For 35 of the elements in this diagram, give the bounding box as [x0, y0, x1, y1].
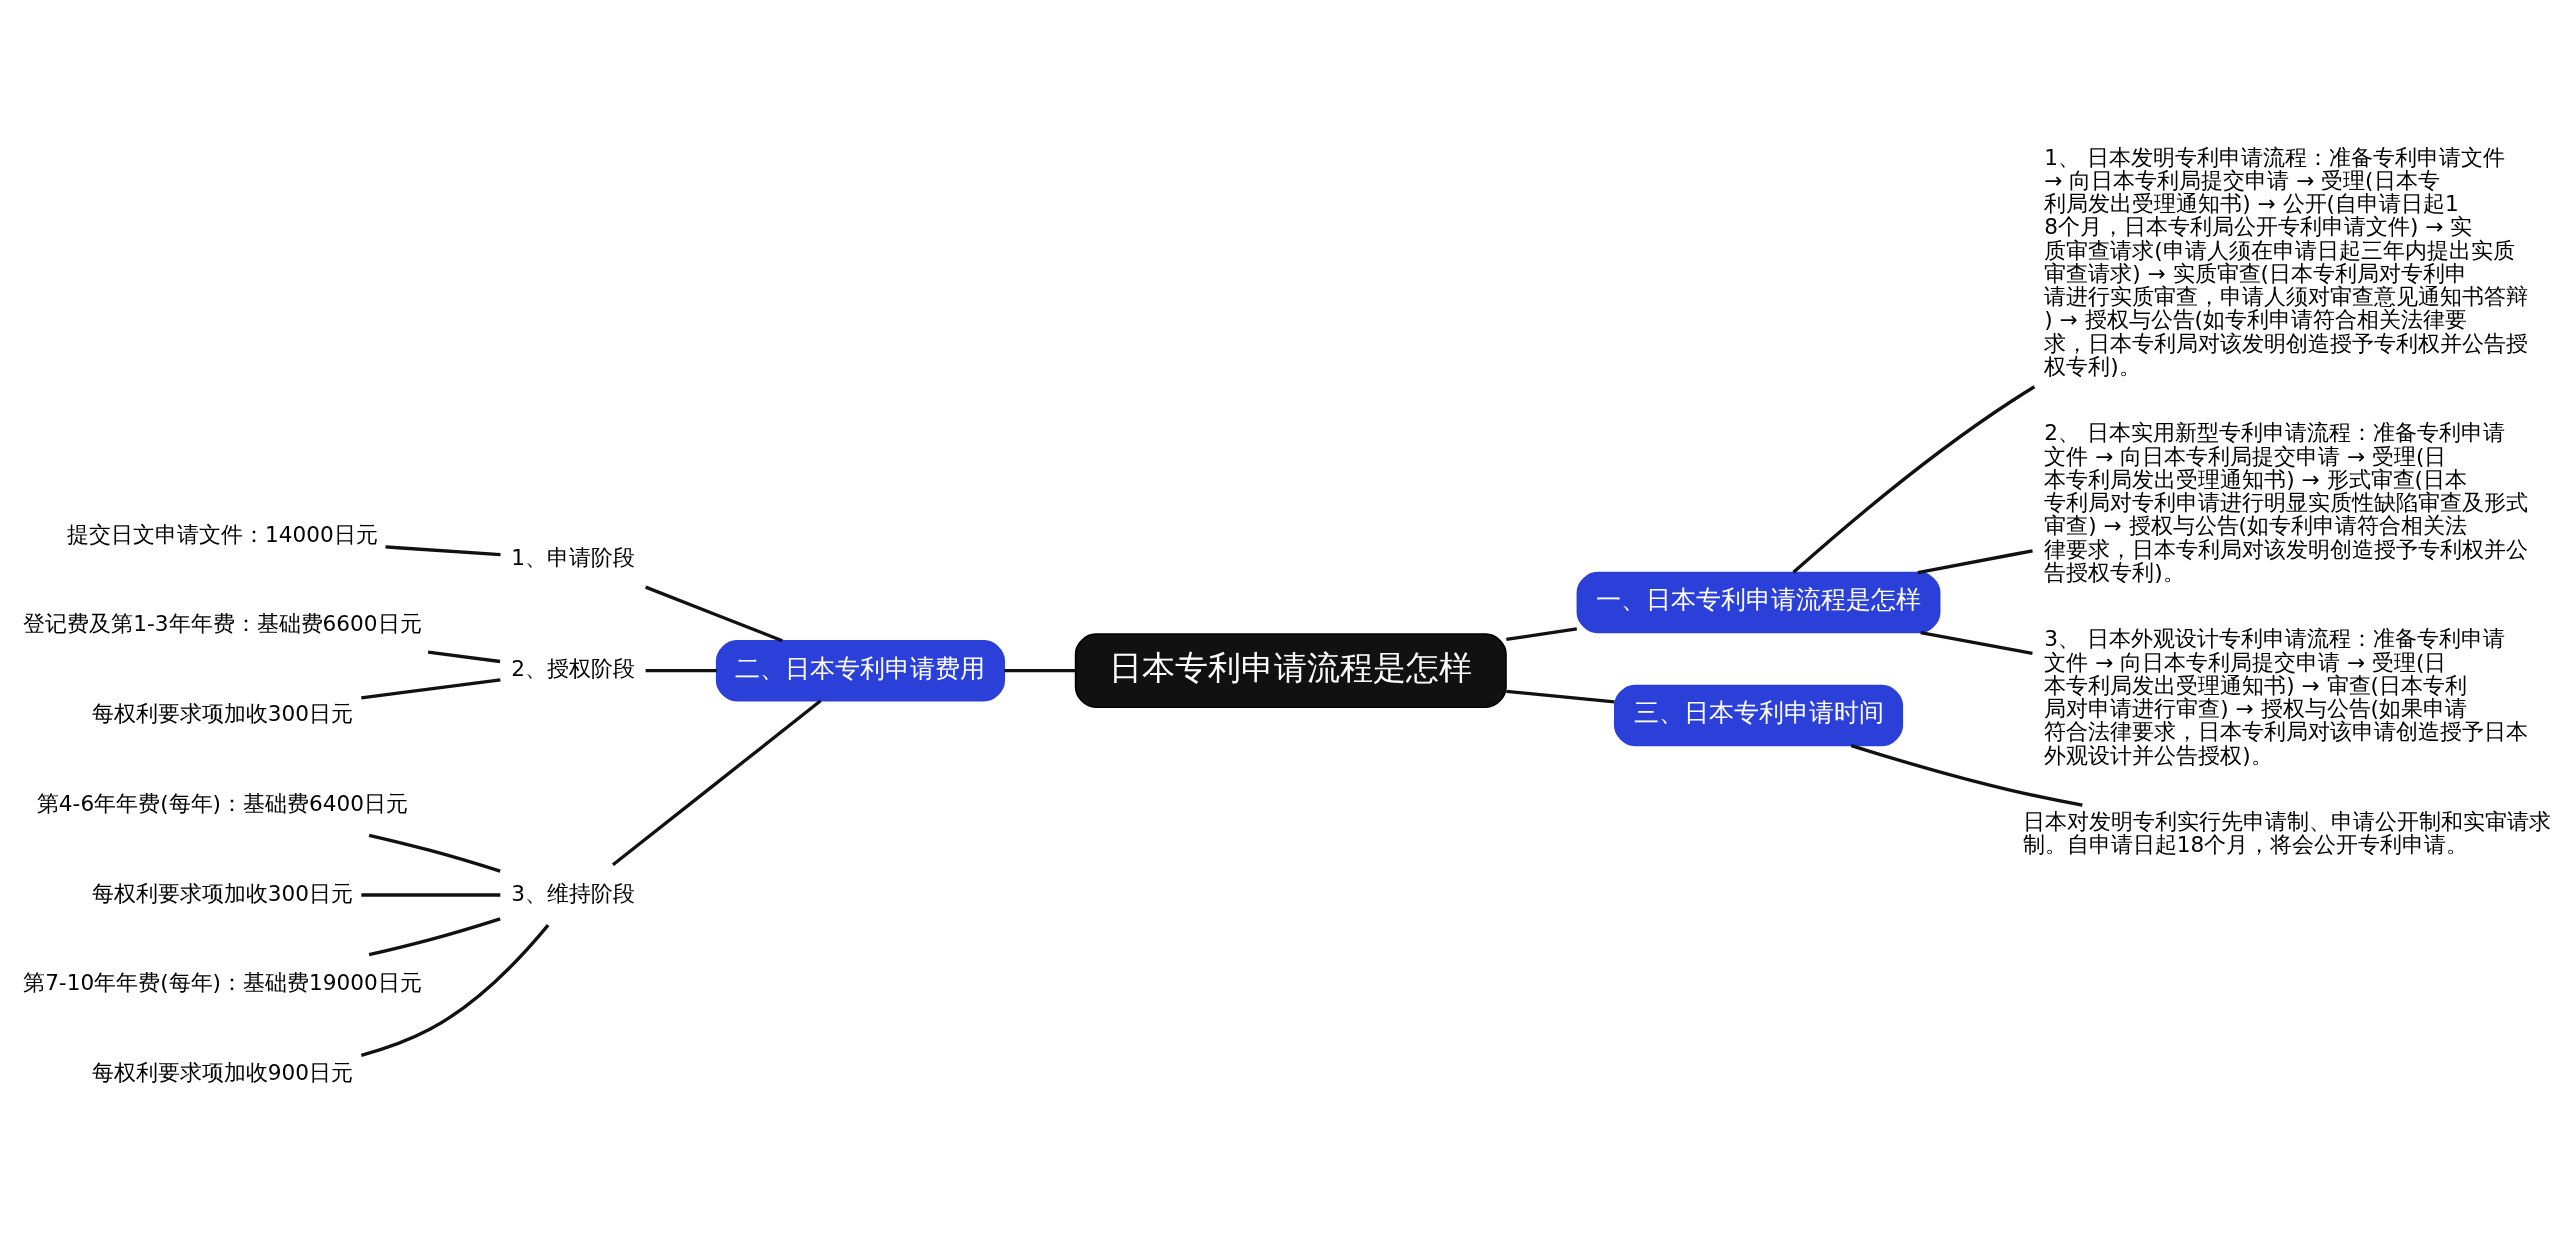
node-text: 2、授权阶段 — [511, 655, 635, 681]
node-box: 三、日本专利申请时间 — [1614, 684, 1904, 746]
node-text: 3、 日本外观设计专利申请流程：准备专利申请文件 → 向日本专利局提交申请 → 受理(日本专利局发出受理通知书) → 审查(日本专利局对申请进行审查) → 授权与公告(如果申请符合法律要求，日本专利局对该申请创造授予日本外观设计并公告授权)。 — [2044, 625, 2529, 768]
connector — [611, 699, 822, 866]
connector — [368, 833, 501, 873]
node-text: 登记费及第1-3年年费：基础费6600日元 — [23, 610, 422, 636]
connector — [645, 668, 717, 672]
connector — [1792, 384, 2036, 574]
connector — [1850, 743, 2083, 807]
node-text: 提交日文申请文件：14000日元 — [67, 521, 378, 547]
connector — [1920, 630, 2033, 655]
node-text: 第7-10年年费(每年)：基础费19000日元 — [23, 969, 422, 995]
connector — [427, 650, 501, 663]
node-text: 日本对发明专利实行先申请制、申请公开制和实审请求制。自申请日起18个月，将会公开专利申请。 — [2022, 808, 2551, 857]
connector — [368, 916, 501, 956]
node-text: 每权利要求项加收300日元 — [91, 700, 354, 726]
connector — [645, 585, 783, 642]
node-text: 2、 日本实用新型专利申请流程：准备专利申请文件 → 向日本专利局提交申请 → 受理(日本专利局发出受理通知书) → 形式审查(日本专利局对专利申请进行明显实质性缺陷审查及形式审查) → 授权与公告(如专利申请符合相关法律要求，日本专利局对该发明创造授予专利权并公告授权专利)。 — [2044, 419, 2529, 585]
connector — [361, 677, 501, 699]
node-text: 每权利要求项加收300日元 — [91, 880, 354, 906]
connector — [360, 923, 550, 1057]
node-box: 二、日本专利申请费用 — [715, 639, 1005, 701]
node-text: 每权利要求项加收900日元 — [91, 1059, 354, 1085]
node-box: 一、日本专利申请流程是怎样 — [1576, 571, 1941, 633]
node-text: 1、申请阶段 — [511, 544, 635, 570]
node-text: 第4-6年年费(每年)：基础费6400日元 — [36, 790, 408, 816]
node-box: 日本专利申请流程是怎样 — [1074, 632, 1507, 708]
node-text: 3、维持阶段 — [511, 880, 635, 906]
connector — [1506, 689, 1615, 703]
connector — [1004, 668, 1076, 672]
connector — [1917, 548, 2033, 574]
connector — [361, 892, 501, 897]
node-text: 1、 日本发明专利申请流程：准备专利申请文件 → 向日本专利局提交申请 → 受理(日本专利局发出受理通知书) → 公开(自申请日起18个月，日本专利局公开专利申请文件) → 实质审查请求(申请人须在申请日起三年内提出实质审查请求) → 实质审查(日本专利局对专利申请进行实质审查，申请人须对审查意见通知书答辩) → 授权与公告(如专利申请符合相关法律要求，日本专利局对该发明创造授予专利权并公告授权专利)。 — [2044, 144, 2529, 379]
connector — [385, 544, 501, 556]
connector — [1506, 626, 1578, 641]
